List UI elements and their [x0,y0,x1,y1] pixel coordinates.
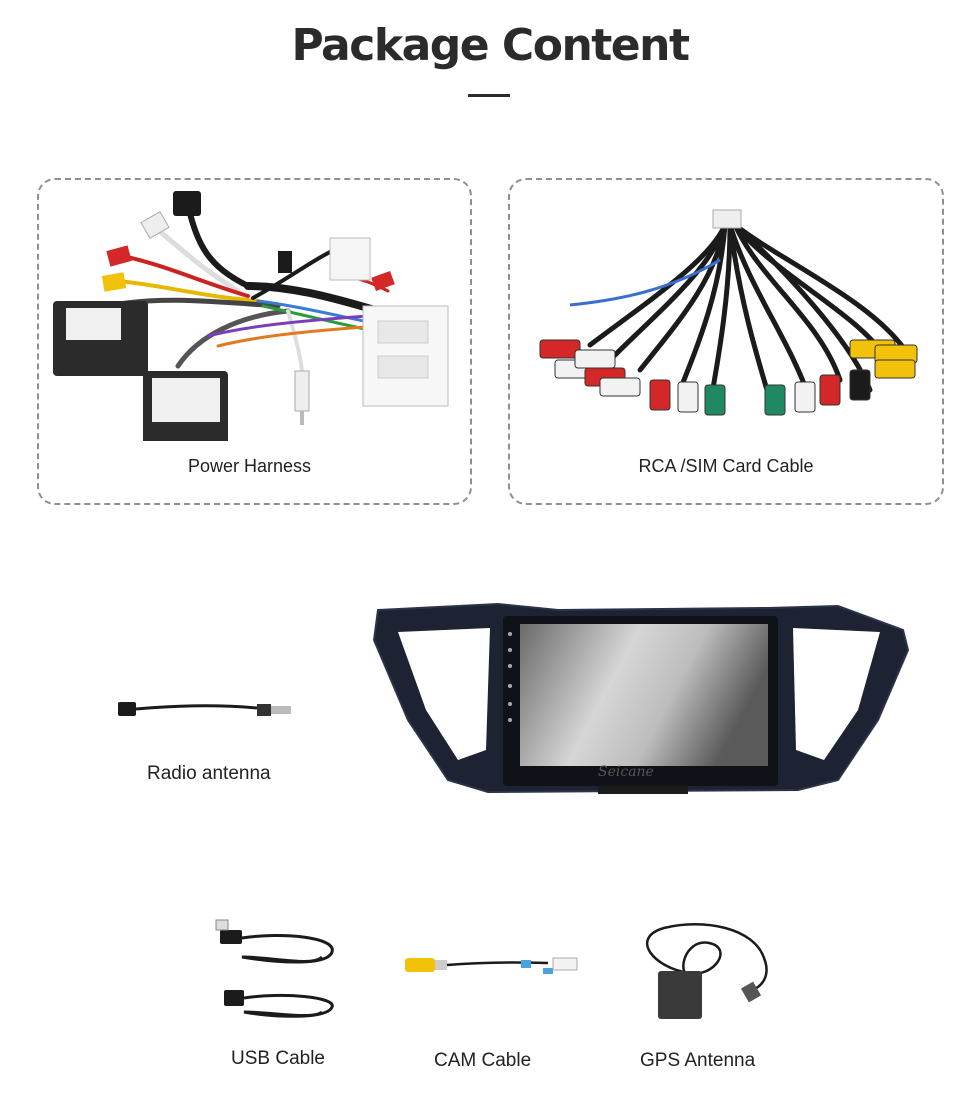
title-underline [468,94,510,97]
rca-sim-cable-label: RCA /SIM Card Cable [638,456,814,476]
cam-cable-label: CAM Cable [434,1050,532,1071]
usb-cable-image [215,919,334,1018]
gps-antenna-label: GPS Antenna [640,1050,756,1071]
radio-antenna-label: Radio antenna [147,763,271,784]
head-unit-image [372,602,910,794]
cam-cable-image [405,957,578,974]
head-unit-brand: Seicane [598,764,654,780]
page-title: Package Content [291,20,690,71]
rca-sim-cable-image [539,209,918,416]
usb-cable-label: USB Cable [231,1048,325,1069]
power-harness-label: Power Harness [187,456,312,476]
gps-antenna-image [645,923,768,1019]
radio-antenna-image [118,702,291,716]
power-harness-image [53,191,449,441]
